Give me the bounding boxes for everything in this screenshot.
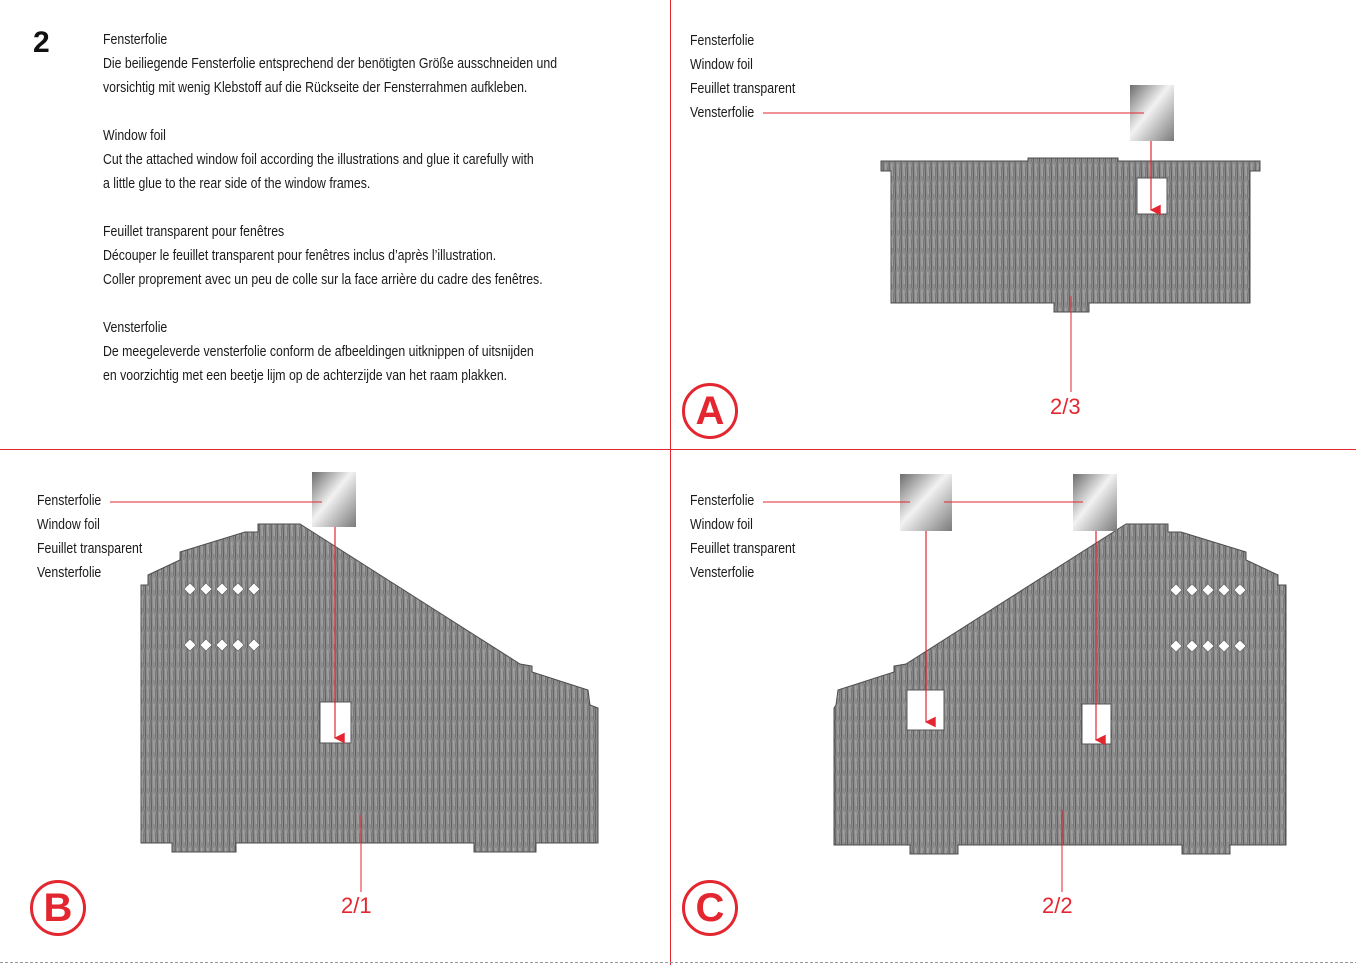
foil-label: Vensterfolie [37,564,102,581]
panel-c-wall [833,523,1287,855]
foil-label: Feuillet transparent [690,80,796,97]
vent-openings [1169,583,1247,653]
instruction-title: Vensterfolie [103,319,168,336]
foil-sheet [312,472,356,527]
horizontal-divider [0,449,1356,450]
instruction-block-en: Window foil Cut the attached window foil… [103,124,579,196]
panel-b-wall [140,523,599,853]
instruction-text: Découper le feuillet transparent pour fe… [103,247,543,288]
foil-label-list-b: Fensterfolie Window foil Feuillet transp… [37,489,142,585]
foil-label: Window foil [690,516,753,533]
panel-a-badge: A [682,383,738,439]
foil-label: Fensterfolie [37,492,102,509]
panel-a-part-number: 2/3 [1050,394,1081,419]
foil-label: Fensterfolie [690,492,755,509]
instruction-text: Die beiliegende Fensterfolie entsprechen… [103,55,558,96]
vertical-divider [670,0,671,965]
instruction-text: Cut the attached window foil according t… [103,151,534,192]
panel-a-wall [880,157,1261,313]
instruction-block-de: Fensterfolie Die beiliegende Fensterfoli… [103,28,579,100]
instruction-block-nl: Vensterfolie De meegeleverde vensterfoli… [103,316,579,388]
step-number: 2 [33,26,50,59]
vent-openings [183,582,261,652]
window-opening [1136,177,1168,215]
foil-label-list-a: Fensterfolie Window foil Feuillet transp… [690,29,795,125]
instruction-title: Window foil [103,127,166,144]
instruction-text: De meegeleverde vensterfolie conform de … [103,343,534,384]
panel-b-badge: B [30,880,86,936]
instruction-title: Fensterfolie [103,31,168,48]
panel-c-part-number: 2/2 [1042,893,1073,918]
foil-label: Fensterfolie [690,32,755,49]
foil-label: Feuillet transparent [690,540,796,557]
foil-label: Window foil [37,516,100,533]
panel-c-badge: C [682,880,738,936]
bottom-rule [0,962,1356,963]
instruction-title: Feuillet transparent pour fenêtres [103,223,285,240]
foil-label: Window foil [690,56,753,73]
instructions: Fensterfolie Die beiliegende Fensterfoli… [103,28,579,412]
instruction-block-fr: Feuillet transparent pour fenêtres Décou… [103,220,579,292]
foil-label: Feuillet transparent [37,540,143,557]
foil-label: Vensterfolie [690,104,755,121]
panel-b-part-number: 2/1 [341,893,372,918]
foil-label: Vensterfolie [690,564,755,581]
foil-label-list-c: Fensterfolie Window foil Feuillet transp… [690,489,795,585]
